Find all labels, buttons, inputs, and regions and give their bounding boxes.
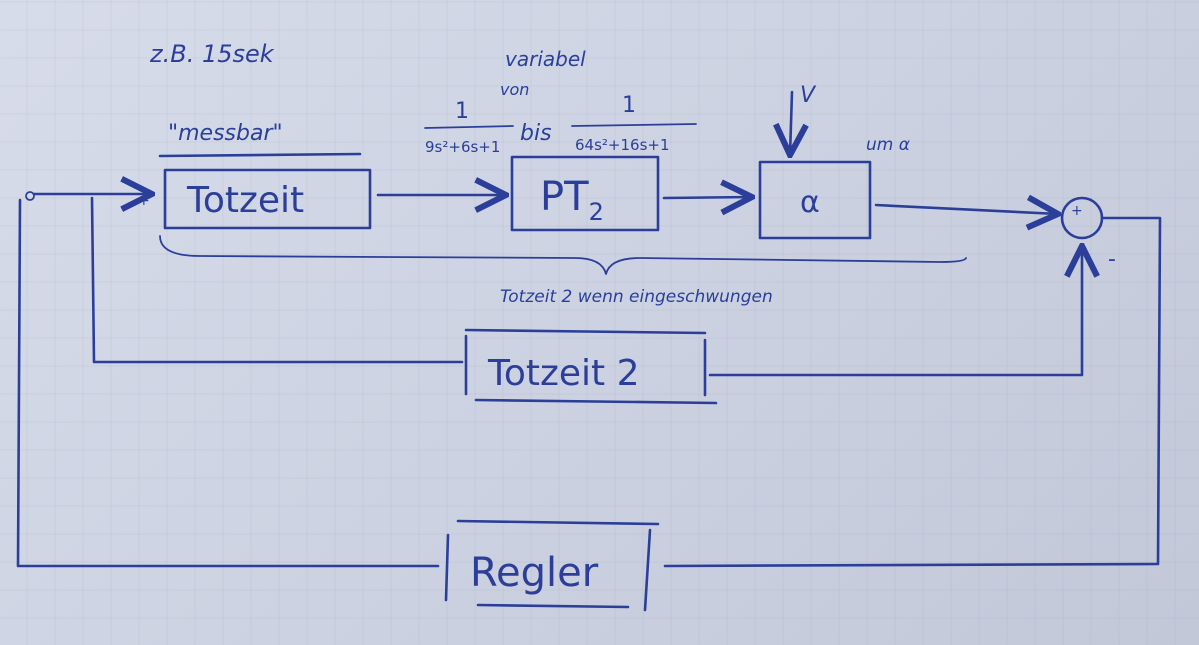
sum-output-line — [663, 216, 1162, 568]
note-von: von — [500, 80, 529, 99]
grouping-brace — [159, 235, 967, 275]
deadtime-2-underline — [474, 398, 718, 405]
sum-minus-sign: - — [1108, 247, 1116, 272]
deadtime-1-overline — [158, 152, 362, 158]
gain-block — [758, 160, 872, 240]
controller-overline — [456, 519, 660, 526]
input-node — [25, 191, 35, 201]
arrow-gain-to-sum — [874, 205, 1058, 214]
word-bis: bis — [520, 121, 552, 146]
disturbance-arrow — [790, 90, 792, 155]
deadtime-2-overline — [464, 328, 707, 335]
deadtime-1-block — [163, 168, 372, 230]
note-measurable: "messbar" — [168, 121, 283, 146]
deadtime-2-input-line — [90, 196, 464, 364]
pt2-block — [510, 155, 660, 232]
fraction-to-bar — [571, 123, 697, 127]
alpha-note: um α — [866, 135, 910, 155]
controller-left-edge — [444, 533, 450, 602]
fraction-from-bar — [424, 125, 514, 129]
note-variable: variabel — [505, 47, 586, 71]
gain-label: α — [800, 185, 820, 220]
brace-caption: Totzeit 2 wenn eingeschwungen — [500, 287, 773, 307]
pt2-label: PT2 — [540, 174, 604, 226]
fraction-to-denominator: 64s²+16s+1 — [575, 136, 670, 154]
fraction-to-numerator: 1 — [622, 93, 636, 118]
deadtime-2-label: Totzeit 2 — [487, 353, 640, 394]
controller-underline — [476, 603, 630, 609]
sum-plus-sign: + — [1071, 203, 1083, 219]
arrow-pt2-to-gain — [662, 197, 752, 198]
controller-right-edge — [643, 528, 652, 612]
controller-label: Regler — [470, 550, 599, 596]
disturbance-label: V — [800, 83, 817, 108]
input-plus-sign: + — [138, 193, 150, 209]
fraction-from-numerator: 1 — [455, 99, 469, 124]
deadtime-1-label: Totzeit — [186, 180, 304, 221]
fraction-from-denominator: 9s²+6s+1 — [425, 138, 500, 156]
note-example-time: z.B. 15sek — [149, 40, 275, 68]
controller-output-line — [16, 198, 440, 568]
deadtime-2-output-line — [708, 246, 1082, 377]
